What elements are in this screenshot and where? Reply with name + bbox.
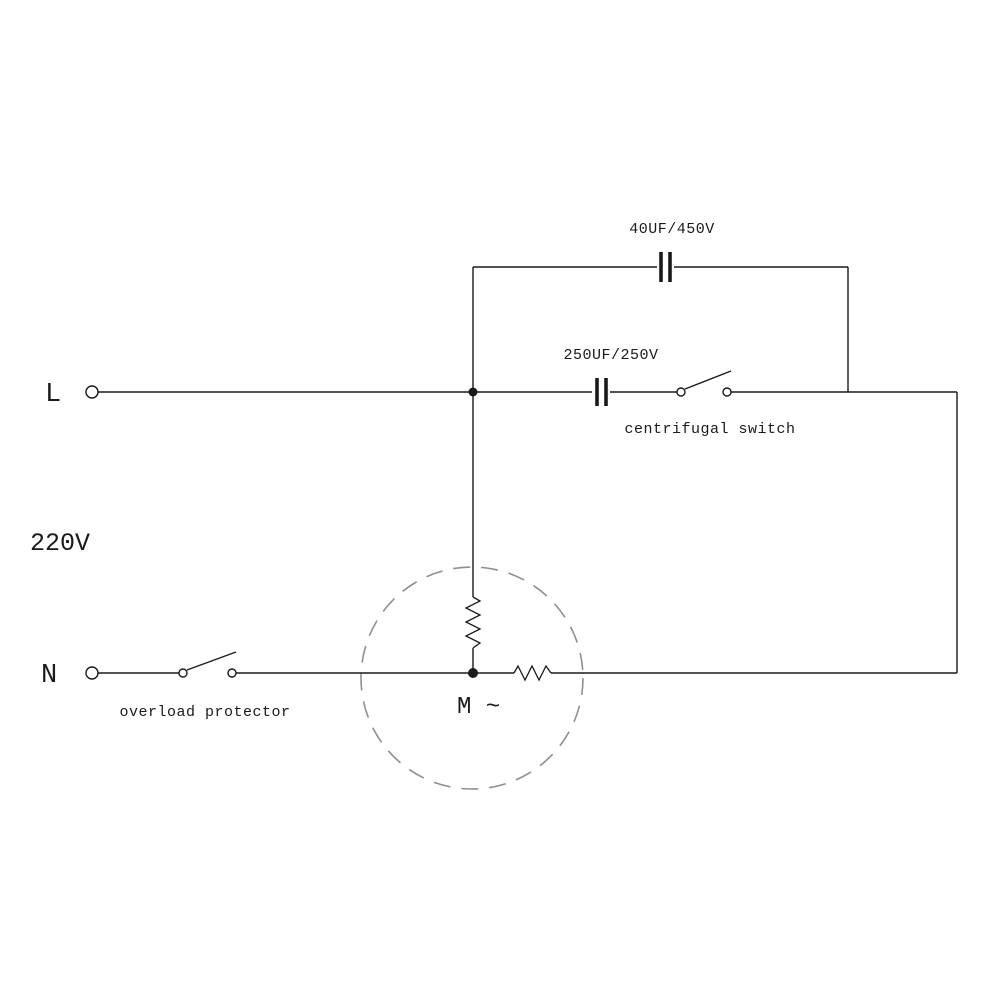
start-capacitor-label: 250UF/250V	[563, 347, 658, 364]
main-winding-resistor	[464, 596, 482, 649]
line-n-label: N	[41, 661, 57, 691]
motor-circle	[360, 566, 584, 790]
overload-protector-label: overload protector	[119, 704, 290, 721]
l-terminal	[85, 385, 99, 399]
line-l-label: L	[45, 380, 61, 410]
voltage-label: 220V	[30, 529, 90, 558]
motor-center-dot	[468, 668, 478, 678]
motor-label: M ~	[457, 694, 500, 721]
overload-protector-contact-right	[227, 668, 237, 678]
overload-protector-contact-left	[178, 668, 188, 678]
centrifugal-switch-contact-right	[722, 387, 732, 397]
centrifugal-switch-blade	[684, 370, 732, 390]
overload-protector-blade	[186, 651, 237, 671]
n-terminal	[85, 666, 99, 680]
aux-winding-resistor	[513, 664, 552, 682]
run-capacitor-label: 40UF/450V	[629, 221, 715, 238]
centrifugal-switch-contact-left	[676, 387, 686, 397]
centrifugal-switch-label: centrifugal switch	[624, 421, 795, 438]
